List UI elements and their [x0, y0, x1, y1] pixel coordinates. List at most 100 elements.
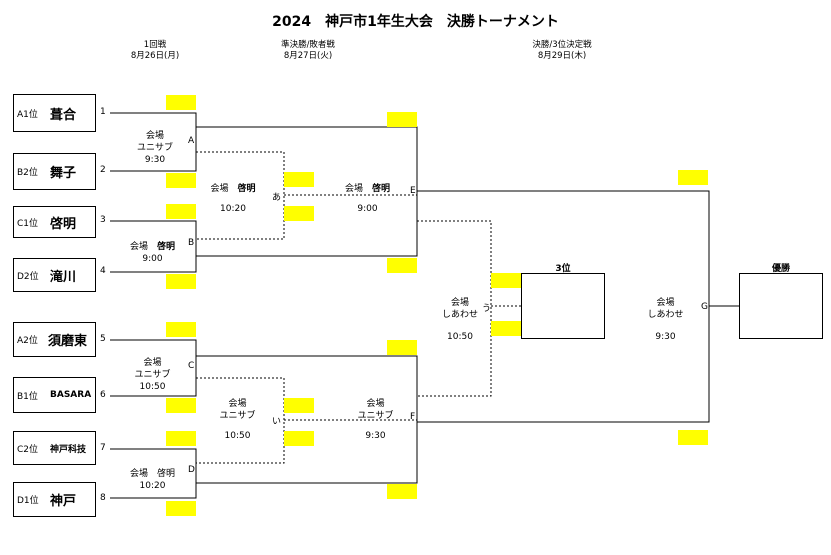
- venue-name: 啓明: [237, 184, 256, 194]
- round-3-name: 決勝/3位決定戦: [532, 40, 592, 50]
- team-box-1: A1位 葺合: [13, 94, 96, 132]
- team-number-7: 7: [100, 443, 106, 453]
- venue-label: 会場: [344, 184, 363, 194]
- round-2-header: 準決勝/敗者戦 8月27日(火): [238, 40, 378, 62]
- champion-label: 優勝: [771, 264, 790, 274]
- page-title: 2024 神戸市1年生大会 決勝トーナメント: [272, 14, 559, 30]
- team-name: 神戸: [50, 494, 77, 509]
- match-label-a: A: [188, 136, 195, 146]
- team-seed: C1位: [17, 218, 39, 229]
- round-3-date: 8月29日(木): [537, 51, 587, 61]
- line-match-u: [417, 220, 492, 397]
- venue-label: 会場: [129, 469, 148, 479]
- match-label-a-kana: あ: [272, 193, 282, 203]
- round-2-name: 準決勝/敗者戦: [281, 40, 335, 50]
- score-box[interactable]: [678, 430, 708, 445]
- line-match-a-consolation: [196, 151, 285, 240]
- match-time: 9:00: [357, 204, 378, 214]
- match-time: 10:20: [139, 481, 166, 491]
- match-info-g: 会場 しあわせ 9:30: [628, 297, 703, 343]
- match-label-d: D: [188, 465, 195, 475]
- team-number-3: 3: [100, 215, 106, 225]
- team-number-1: 1: [100, 107, 106, 117]
- venue-label: 会場: [129, 242, 148, 252]
- team-name: 啓明: [50, 216, 77, 232]
- team-name: 舞子: [50, 166, 77, 181]
- line-match-c: [110, 339, 197, 397]
- round-2-date: 8月27日(火): [283, 51, 333, 61]
- team-seed: C2位: [17, 444, 39, 455]
- match-label-c: C: [188, 361, 195, 371]
- score-box[interactable]: [678, 170, 708, 185]
- team-seed: D1位: [17, 496, 39, 506]
- team-box-7: C2位 神戸科技: [13, 431, 96, 465]
- team-box-8: D1位 神戸: [13, 482, 96, 517]
- match-info-b: 会場 啓明 9:00: [110, 241, 195, 265]
- score-box[interactable]: [387, 258, 417, 273]
- team-number-4: 4: [100, 266, 106, 276]
- third-place-box: [521, 273, 605, 339]
- third-place-label: 3位: [555, 264, 571, 274]
- score-box[interactable]: [284, 431, 314, 446]
- team-name: 神戸科技: [50, 444, 87, 455]
- match-time: 10:50: [447, 332, 473, 342]
- line-match-a: [110, 112, 197, 172]
- score-box[interactable]: [166, 95, 196, 110]
- match-time: 9:00: [142, 254, 163, 264]
- round-1-date: 8月26日(月): [130, 51, 180, 61]
- score-box[interactable]: [387, 484, 417, 499]
- round-1-name: 1回戦: [143, 40, 167, 50]
- team-number-2: 2: [100, 165, 106, 175]
- score-box[interactable]: [166, 322, 196, 337]
- score-box[interactable]: [491, 273, 521, 288]
- venue-label: 会場: [228, 399, 247, 409]
- team-seed: A2位: [17, 336, 38, 346]
- venue-name: 啓明: [157, 469, 176, 479]
- score-box[interactable]: [284, 206, 314, 221]
- score-box[interactable]: [166, 274, 196, 289]
- match-info-i-kana: 会場 ユニサブ 10:50: [200, 398, 275, 442]
- score-box[interactable]: [387, 340, 417, 355]
- team-name: 須磨東: [48, 334, 88, 349]
- match-info-a-kana: 会場 啓明 10:20: [198, 183, 268, 215]
- match-info-a: 会場 ユニサブ 9:30: [115, 130, 195, 166]
- match-time: 9:30: [655, 332, 676, 342]
- match-info-f: 会場 ユニサブ 9:30: [338, 398, 413, 442]
- score-box[interactable]: [166, 431, 196, 446]
- match-label-e: E: [410, 186, 416, 196]
- team-box-3: C1位 啓明: [13, 206, 96, 238]
- venue-label: 会場: [145, 131, 164, 141]
- venue-label: 会場: [450, 298, 469, 308]
- score-box[interactable]: [491, 321, 521, 336]
- venue-label: 会場: [656, 298, 675, 308]
- score-box[interactable]: [284, 398, 314, 413]
- match-time: 9:30: [144, 155, 166, 165]
- score-box[interactable]: [166, 398, 196, 413]
- venue-name: 啓明: [372, 184, 391, 194]
- venue-label: 会場: [143, 358, 162, 368]
- line-match-b: [110, 220, 197, 273]
- match-info-c: 会場 ユニサブ 10:50: [110, 357, 195, 393]
- score-box[interactable]: [387, 112, 417, 127]
- match-time: 10:50: [224, 431, 251, 441]
- team-seed: B1位: [17, 391, 38, 402]
- team-seed: D2位: [17, 271, 39, 282]
- score-box[interactable]: [166, 173, 196, 188]
- match-info-d: 会場 啓明 10:20: [110, 468, 195, 492]
- score-box[interactable]: [166, 501, 196, 516]
- match-label-f: F: [410, 412, 416, 422]
- match-info-u-kana: 会場 しあわせ 10:50: [425, 297, 495, 343]
- venue-name: 啓明: [157, 242, 176, 252]
- venue-name: ユニサブ: [357, 411, 394, 421]
- match-info-e: 会場 啓明 9:00: [330, 183, 405, 215]
- team-box-6: B1位 BASARA: [13, 377, 96, 413]
- score-box[interactable]: [284, 172, 314, 187]
- venue-name: しあわせ: [647, 310, 684, 320]
- venue-label: 会場: [366, 399, 385, 409]
- team-number-8: 8: [100, 493, 106, 503]
- line-match-d: [110, 448, 197, 499]
- round-3-header: 決勝/3位決定戦 8月29日(木): [492, 40, 632, 62]
- match-time: 9:30: [365, 431, 386, 441]
- match-time: 10:50: [139, 382, 166, 392]
- score-box[interactable]: [166, 204, 196, 219]
